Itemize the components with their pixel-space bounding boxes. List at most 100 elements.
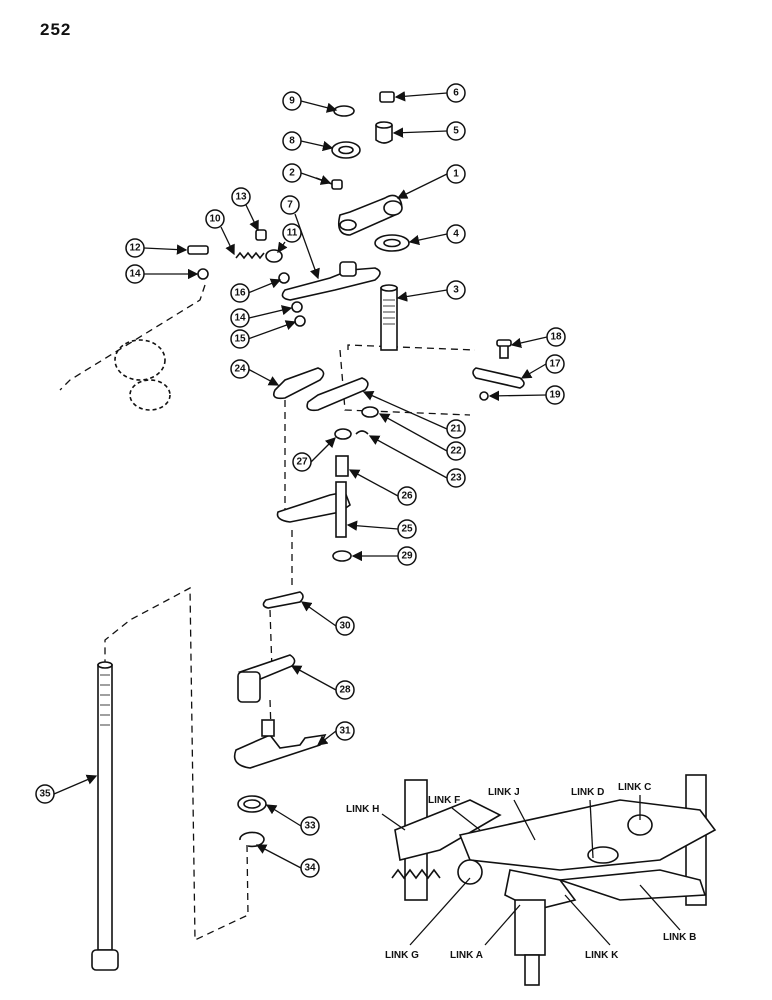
- callout-13: 13: [231, 187, 251, 207]
- part-24-link: [272, 367, 325, 400]
- svg-text:8: 8: [289, 136, 295, 147]
- callout-26: 26: [397, 486, 417, 506]
- linkage-assembly: [391, 774, 717, 986]
- label-link-a: LINK A: [450, 950, 483, 961]
- svg-text:7: 7: [287, 200, 293, 211]
- callout-30: 30: [335, 616, 355, 636]
- label-link-h: LINK H: [346, 804, 379, 815]
- callout-22: 22: [446, 441, 466, 461]
- part-7-lever: [281, 267, 381, 301]
- callout-10: 10: [205, 209, 225, 229]
- callout-33: 33: [300, 816, 320, 836]
- svg-text:6: 6: [453, 88, 459, 99]
- svg-text:24: 24: [234, 364, 246, 375]
- svg-text:23: 23: [450, 473, 462, 484]
- svg-text:22: 22: [450, 446, 462, 457]
- part-3-shaft: [380, 287, 398, 351]
- part-26-pin: [335, 455, 349, 477]
- parts: [91, 91, 717, 986]
- callout-27: 27: [292, 452, 312, 472]
- callout-3: 3: [446, 280, 466, 300]
- svg-text:34: 34: [304, 863, 316, 874]
- part-9-snap-ring: [333, 105, 355, 117]
- svg-text:17: 17: [549, 359, 561, 370]
- svg-text:30: 30: [339, 621, 351, 632]
- svg-text:35: 35: [39, 789, 51, 800]
- label-link-b: LINK B: [663, 932, 696, 943]
- part-15: [294, 315, 306, 327]
- link-labels: LINK H LINK F LINK J LINK D LINK C LINK …: [346, 782, 696, 961]
- part-29-washer: [332, 550, 352, 562]
- callout-23: 23: [446, 468, 466, 488]
- svg-text:19: 19: [549, 390, 561, 401]
- part-14-nut-2: [291, 301, 303, 313]
- callout-16: 16: [230, 283, 250, 303]
- svg-text:27: 27: [296, 457, 308, 468]
- part-16: [278, 272, 290, 284]
- callout-21: 21: [446, 419, 466, 439]
- svg-text:28: 28: [339, 685, 351, 696]
- callout-14-b: 14: [230, 308, 250, 328]
- svg-text:33: 33: [304, 821, 316, 832]
- page-number: 252: [40, 20, 72, 39]
- part-25-lever: [276, 491, 351, 523]
- callouts: 1 2 3 4 5 6 7 8 9 10 11 12 13 14 14 15 1…: [35, 83, 566, 878]
- part-6-nut: [379, 91, 395, 103]
- part-11-rod-end: [265, 249, 283, 263]
- svg-text:18: 18: [550, 332, 562, 343]
- part-35-shaft: [97, 664, 113, 951]
- callout-14: 14: [125, 264, 145, 284]
- part-19-nut: [479, 391, 489, 401]
- part-21-link: [306, 377, 369, 412]
- callout-34: 34: [300, 858, 320, 878]
- part-23-clip: [355, 430, 369, 435]
- part-13-screw: [255, 229, 267, 241]
- callout-17: 17: [545, 354, 565, 374]
- callout-1: 1: [446, 164, 466, 184]
- part-30-link: [262, 591, 304, 609]
- callout-12: 12: [125, 238, 145, 258]
- callout-25: 25: [397, 519, 417, 539]
- callout-28: 28: [335, 680, 355, 700]
- label-link-g: LINK G: [385, 950, 419, 961]
- svg-text:13: 13: [235, 192, 247, 203]
- label-link-d: LINK D: [571, 787, 604, 798]
- svg-text:16: 16: [234, 288, 246, 299]
- label-link-k: LINK K: [585, 950, 619, 961]
- callout-5: 5: [446, 121, 466, 141]
- callout-11: 11: [282, 223, 302, 243]
- callout-2: 2: [282, 163, 302, 183]
- svg-text:14: 14: [234, 313, 246, 324]
- svg-text:11: 11: [287, 228, 298, 239]
- svg-text:29: 29: [401, 551, 413, 562]
- svg-text:10: 10: [209, 214, 221, 225]
- leader-lines: [53, 91, 681, 946]
- part-14-nut: [197, 268, 209, 280]
- callout-9: 9: [282, 91, 302, 111]
- callout-24: 24: [230, 359, 250, 379]
- callout-35: 35: [35, 784, 55, 804]
- svg-text:21: 21: [450, 424, 462, 435]
- part-22-washer: [361, 406, 379, 418]
- callout-31: 31: [335, 721, 355, 741]
- callout-29: 29: [397, 546, 417, 566]
- callout-15: 15: [230, 329, 250, 349]
- part-12-stud: [187, 245, 209, 255]
- part-31-fork: [233, 733, 327, 769]
- svg-text:25: 25: [401, 524, 413, 535]
- part-17-link: [472, 367, 525, 389]
- svg-text:31: 31: [339, 726, 351, 737]
- callout-7: 7: [280, 195, 300, 215]
- svg-text:14: 14: [129, 269, 141, 280]
- svg-text:5: 5: [453, 126, 459, 137]
- part-34-snap-ring: [239, 831, 265, 848]
- label-link-j: LINK J: [488, 787, 520, 798]
- housing-ghost: [114, 339, 171, 411]
- label-link-f: LINK F: [428, 795, 460, 806]
- callout-4: 4: [446, 224, 466, 244]
- svg-text:12: 12: [129, 243, 141, 254]
- part-5-bushing: [375, 125, 393, 144]
- callout-8: 8: [282, 131, 302, 151]
- svg-text:1: 1: [453, 169, 459, 180]
